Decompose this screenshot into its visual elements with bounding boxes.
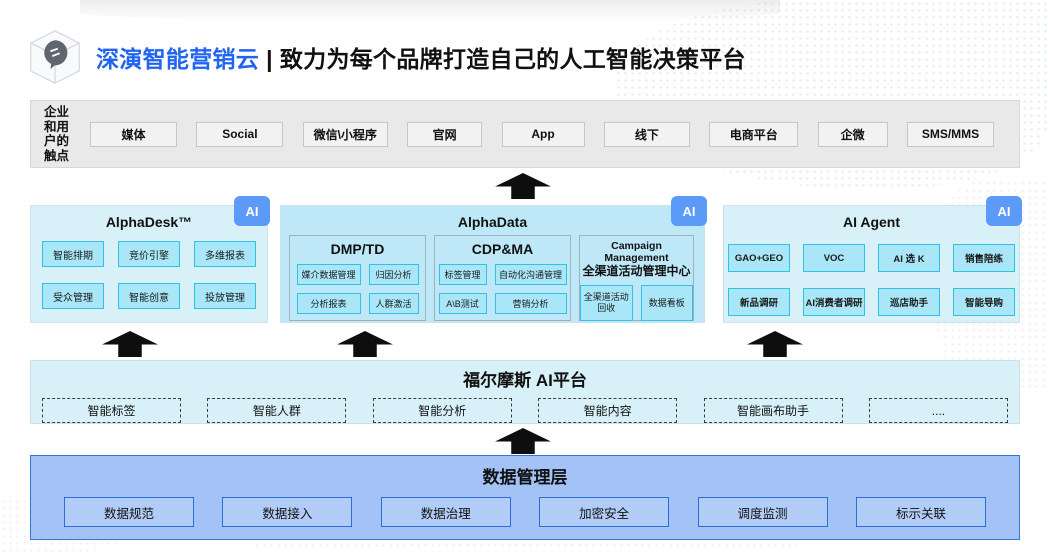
touchpoint-app: App [501, 121, 585, 147]
panel-ai-agent: AI AI Agent GAO+GEO VOC AI 选 K 销售陪练 新品调研… [723, 196, 1022, 323]
module-voc: VOC [803, 244, 865, 272]
holmes-platform-title: 福尔摩斯 AI平台 [463, 371, 587, 390]
subpanel-cdp-ma: CDP&MA 标签管理 自动化沟通管理 A\B测试 营销分析 [434, 235, 571, 321]
module-smart-creative: 智能创意 [118, 283, 180, 309]
module-store-patrol-assistant: 巡店助手 [878, 288, 940, 316]
data-layer-modules: 数据规范 数据接入 数据治理 加密安全 调度监测 标示关联 [31, 497, 1019, 527]
module-automated-comm-mgmt: 自动化沟通管理 [494, 264, 567, 285]
up-arrow-icon [747, 331, 803, 357]
ai-badge: AI [671, 196, 707, 226]
module-ab-test: A\B测试 [438, 293, 487, 314]
header: 深演智能营销云|致力为每个品牌打造自己的人工智能决策平台 [27, 28, 746, 86]
data-layer-title: 数据管理层 [482, 468, 568, 487]
module-analysis-report: 分析报表 [296, 293, 361, 314]
ai-agent-modules: GAO+GEO VOC AI 选 K 销售陪练 新品调研 AI消费者调研 巡店助… [724, 244, 1019, 316]
brand-logo-icon [30, 30, 80, 84]
module-more-ellipsis: .... [868, 398, 1008, 423]
touchpoints-bar: 企业和用户的触点 媒体 Social 微信\小程序 官网 App 线下 电商平台… [30, 100, 1020, 168]
cdp-modules: 标签管理 自动化沟通管理 A\B测试 营销分析 [435, 264, 570, 314]
module-smart-content: 智能内容 [538, 398, 678, 423]
panel-data-management-layer: 数据管理层 数据规范 数据接入 数据治理 加密安全 调度监测 标示关联 [30, 455, 1020, 540]
dmp-modules: 媒介数据管理 归因分析 分析报表 人群激活 [290, 264, 425, 314]
panel-alphadata: AI AlphaData DMP/TD 媒介数据管理 归因分析 分析报表 人群激… [280, 196, 707, 323]
touchpoints-label: 企业和用户的触点 [44, 105, 70, 163]
campaign-modules: 全渠道活动回收 数据看板 [580, 285, 693, 321]
up-arrow-icon [102, 331, 158, 357]
up-arrow-icon [495, 428, 551, 454]
module-id-linking: 标示关联 [855, 497, 986, 527]
page-title: 深演智能营销云|致力为每个品牌打造自己的人工智能决策平台 [96, 40, 746, 74]
module-data-ingestion: 数据接入 [222, 497, 353, 527]
panel-alphadesk: AI AlphaDesk™ 智能排期 竞价引擎 多维报表 受众管理 智能创意 投… [30, 196, 270, 323]
module-sales-coaching: 销售陪练 [953, 244, 1015, 272]
module-audience-activation: 人群激活 [368, 293, 419, 314]
module-media-data-mgmt: 媒介数据管理 [296, 264, 361, 285]
ai-badge: AI [234, 196, 270, 226]
ai-badge: AI [986, 196, 1022, 226]
module-ai-consumer-research: AI消费者调研 [803, 288, 865, 316]
alphadata-subpanels: DMP/TD 媒介数据管理 归因分析 分析报表 人群激活 CDP&MA 标签管理… [289, 235, 696, 321]
subpanel-campaign-mgmt: Campaign Management 全渠道活动管理中心 全渠道活动回收 数据… [579, 235, 694, 321]
module-scheduling-monitoring: 调度监测 [697, 497, 828, 527]
title-separator: | [266, 46, 273, 72]
subpanel-dmp-title: DMP/TD [330, 241, 385, 257]
campaign-title-cn: 全渠道活动管理中心 [582, 264, 691, 278]
module-smart-canvas-assistant: 智能画布助手 [703, 398, 843, 423]
module-data-dashboard: 数据看板 [640, 285, 693, 321]
up-arrow-icon [495, 173, 551, 199]
panel-holmes-ai-platform: 福尔摩斯 AI平台 智能标签 智能人群 智能分析 智能内容 智能画布助手 ...… [30, 360, 1020, 424]
module-new-product-research: 新品调研 [728, 288, 790, 316]
brand-name: 深演智能营销云 [96, 46, 260, 72]
module-omnichannel-recycle: 全渠道活动回收 [580, 285, 633, 321]
touchpoint-wecom: 企微 [817, 121, 888, 147]
module-smart-shopping-guide: 智能导购 [953, 288, 1015, 316]
module-gao-geo: GAO+GEO [728, 244, 790, 272]
touchpoint-social: Social [196, 121, 284, 147]
panel-alphadata-title: AlphaData [457, 214, 528, 230]
alphadesk-modules: 智能排期 竞价引擎 多维报表 受众管理 智能创意 投放管理 [31, 241, 267, 309]
touchpoint-website: 官网 [407, 121, 483, 147]
tagline: 致力为每个品牌打造自己的人工智能决策平台 [279, 46, 746, 72]
module-multidim-report: 多维报表 [194, 241, 256, 267]
touchpoint-offline: 线下 [603, 121, 690, 147]
module-delivery-mgmt: 投放管理 [194, 283, 256, 309]
module-encryption-security: 加密安全 [539, 497, 670, 527]
subpanel-dmp-td: DMP/TD 媒介数据管理 归因分析 分析报表 人群激活 [289, 235, 426, 321]
module-audience-mgmt: 受众管理 [42, 283, 104, 309]
module-data-governance: 数据治理 [380, 497, 511, 527]
panel-ai-agent-title: AI Agent [842, 214, 901, 230]
subpanel-cdp-title: CDP&MA [471, 241, 534, 257]
touchpoint-wechat-miniprogram: 微信\小程序 [302, 121, 388, 147]
up-arrow-icon [337, 331, 393, 357]
module-smart-analysis: 智能分析 [372, 398, 512, 423]
touchpoint-media: 媒体 [90, 121, 177, 147]
module-ai-select-k: AI 选 K [878, 244, 940, 272]
holmes-platform-modules: 智能标签 智能人群 智能分析 智能内容 智能画布助手 .... [31, 398, 1019, 423]
module-smart-scheduling: 智能排期 [42, 241, 104, 267]
module-smart-audience: 智能人群 [207, 398, 347, 423]
module-bidding-engine: 竞价引擎 [118, 241, 180, 267]
module-data-standards: 数据规范 [64, 497, 194, 527]
module-tag-mgmt: 标签管理 [438, 264, 487, 285]
touchpoints-items: 媒体 Social 微信\小程序 官网 App 线下 电商平台 企微 SMS/M… [90, 121, 994, 147]
touchpoint-sms-mms: SMS/MMS [907, 121, 994, 147]
module-smart-tags: 智能标签 [42, 398, 181, 423]
module-marketing-analysis: 营销分析 [494, 293, 567, 314]
campaign-title-en: Campaign Management [604, 240, 669, 264]
background-glow [80, 0, 780, 22]
touchpoint-ecommerce: 电商平台 [709, 121, 799, 147]
panel-alphadesk-title: AlphaDesk™ [105, 214, 193, 230]
module-attribution-analysis: 归因分析 [368, 264, 419, 285]
